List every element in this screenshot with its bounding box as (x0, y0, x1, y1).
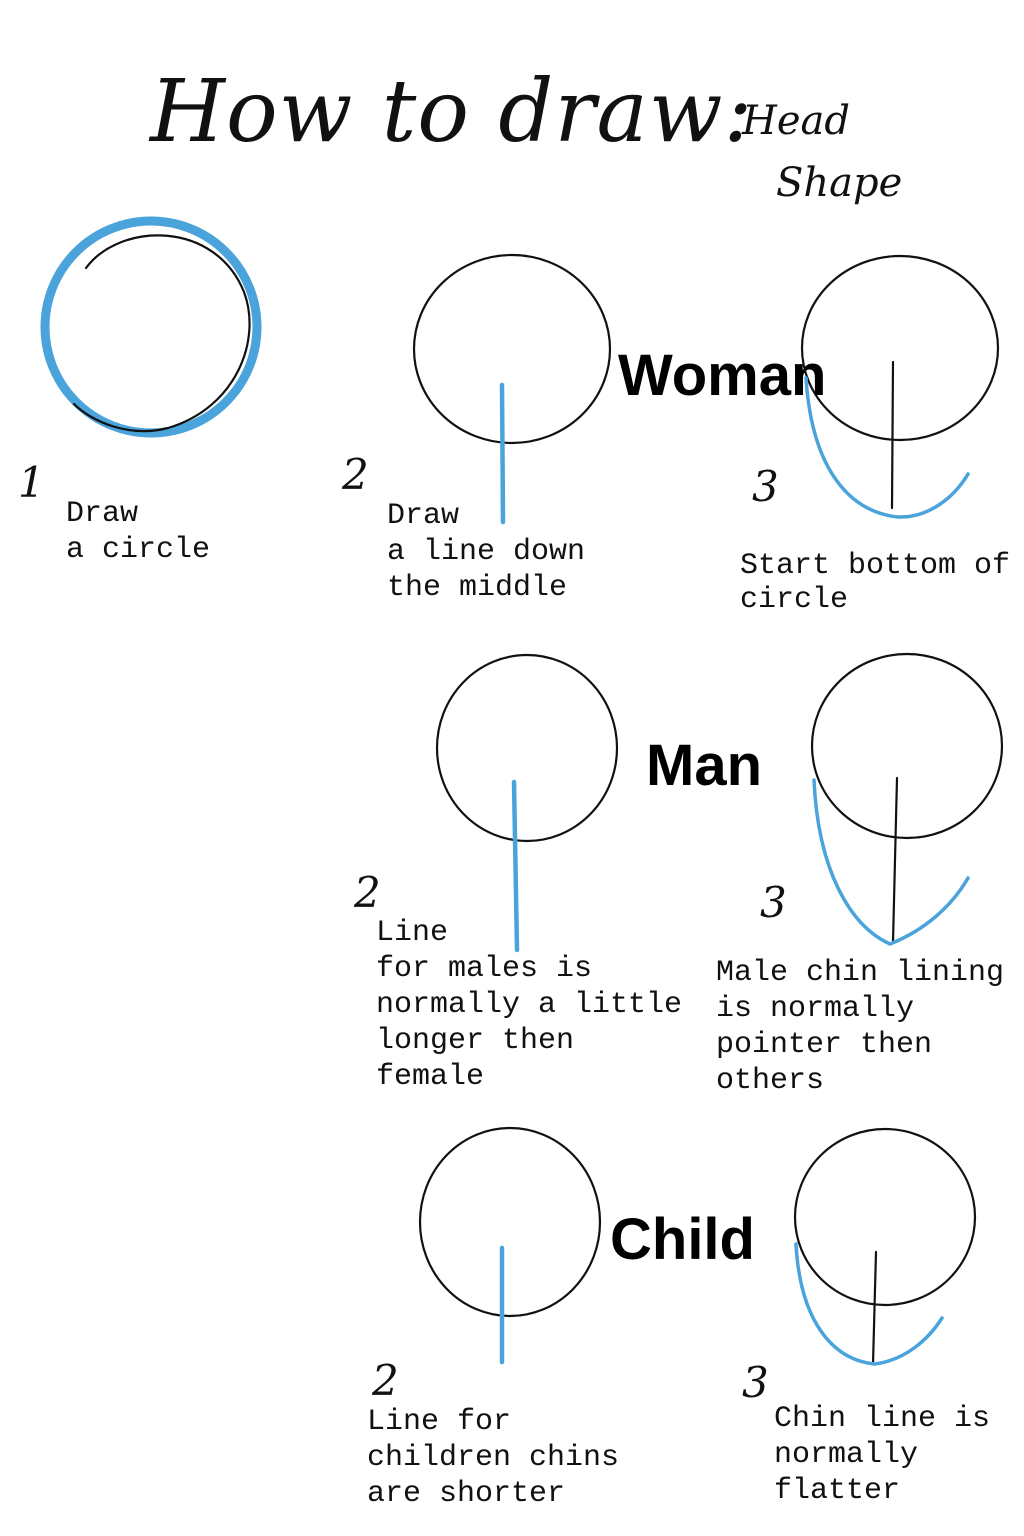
child-step2-text: Line for children chins are shorter (367, 1405, 620, 1511)
woman-step3-chin-curve (804, 376, 970, 519)
man-step3-circle (810, 652, 1004, 840)
page-subtitle-head: Head (742, 98, 851, 144)
step1-text: Draw a circle (66, 497, 211, 567)
step1-ink-circle (72, 234, 251, 433)
woman-step2-center-line (499, 382, 506, 525)
page-subtitle-shape: Shape (776, 160, 903, 206)
woman-step2-circle (412, 253, 612, 445)
woman-step3-text: Start bottom of circle (740, 549, 1011, 617)
woman-step3-circle (800, 254, 1000, 442)
child-label: Child (610, 1207, 755, 1272)
child-step3-center-line (871, 1250, 878, 1366)
child-step3-chin-curve (794, 1242, 944, 1366)
woman-step2-text: Draw a line down the middle (387, 499, 586, 605)
man-step2-center-line (511, 779, 520, 953)
man-label: Man (646, 733, 762, 798)
child-step2-circle (418, 1126, 602, 1318)
child-step3-number: 3 (742, 1358, 769, 1407)
step1-blue-circle (40, 216, 262, 438)
man-step2-circle (435, 653, 619, 843)
child-step3-circle (793, 1127, 977, 1307)
step1-number: 1 (18, 458, 45, 507)
man-step3-text: Male chin lining is normally pointer the… (716, 956, 1005, 1098)
man-step3-chin-curve (812, 778, 970, 946)
child-step2-number: 2 (372, 1356, 399, 1405)
woman-label: Woman (618, 343, 827, 408)
man-step3-number: 3 (760, 878, 787, 927)
man-step3-center-line (891, 776, 899, 944)
child-step3-text: Chin line is normally flatter (774, 1402, 991, 1508)
woman-step3-number: 3 (752, 462, 779, 511)
woman-step3-center-line (890, 360, 895, 510)
man-step2-text: Line for males is normally a little long… (376, 916, 683, 1094)
page-title: How to draw: (150, 62, 754, 162)
man-step2-number: 2 (354, 868, 381, 917)
woman-step2-number: 2 (342, 450, 369, 499)
